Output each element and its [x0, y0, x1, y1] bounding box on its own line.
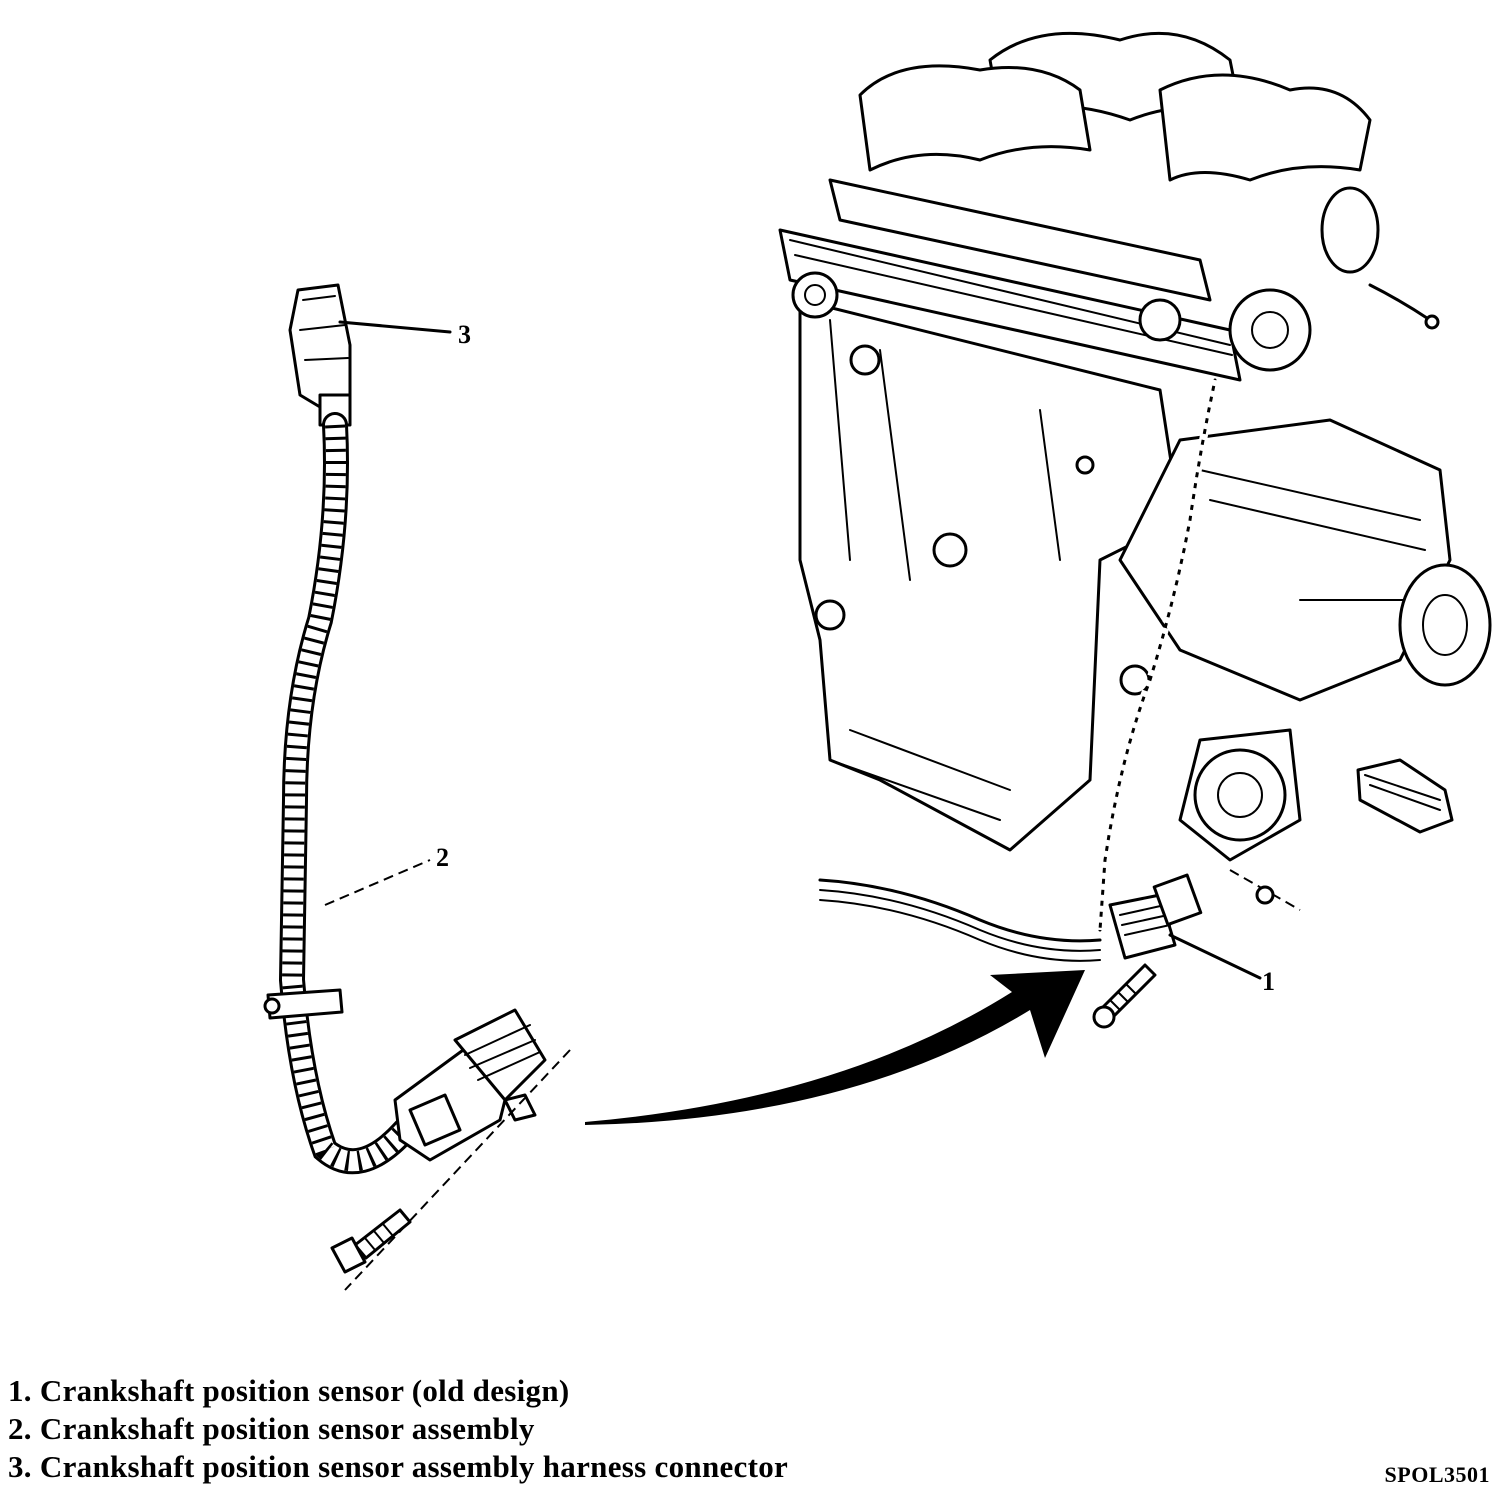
installed-sensor — [1092, 873, 1203, 1029]
callout-1: 1 — [1262, 967, 1275, 996]
callout-leaders — [324, 320, 1262, 980]
engine-harness — [1096, 378, 1219, 932]
installation-arrow — [585, 970, 1085, 1125]
legend-item-3: 3. Crankshaft position sensor assembly h… — [8, 1449, 789, 1484]
parts-legend: 1. Crankshaft position sensor (old desig… — [8, 1372, 788, 1486]
mounting-bolt — [330, 1208, 412, 1274]
legend-item-2: 2. Crankshaft position sensor assembly — [8, 1411, 535, 1446]
callout-2: 2 — [436, 843, 449, 872]
legend-item-1: 1. Crankshaft position sensor (old desig… — [8, 1373, 570, 1408]
callout-3: 3 — [458, 320, 471, 349]
engine-block — [778, 31, 1492, 962]
figure-code: SPOL3501 — [1384, 1462, 1490, 1487]
crankshaft-position-sensor-assembly — [263, 283, 571, 1291]
front-of-vehicle-arrow — [1356, 758, 1454, 834]
harness-connector — [288, 283, 352, 427]
crankshaft-sensor-diagram: 1 2 3 — [263, 31, 1492, 1291]
